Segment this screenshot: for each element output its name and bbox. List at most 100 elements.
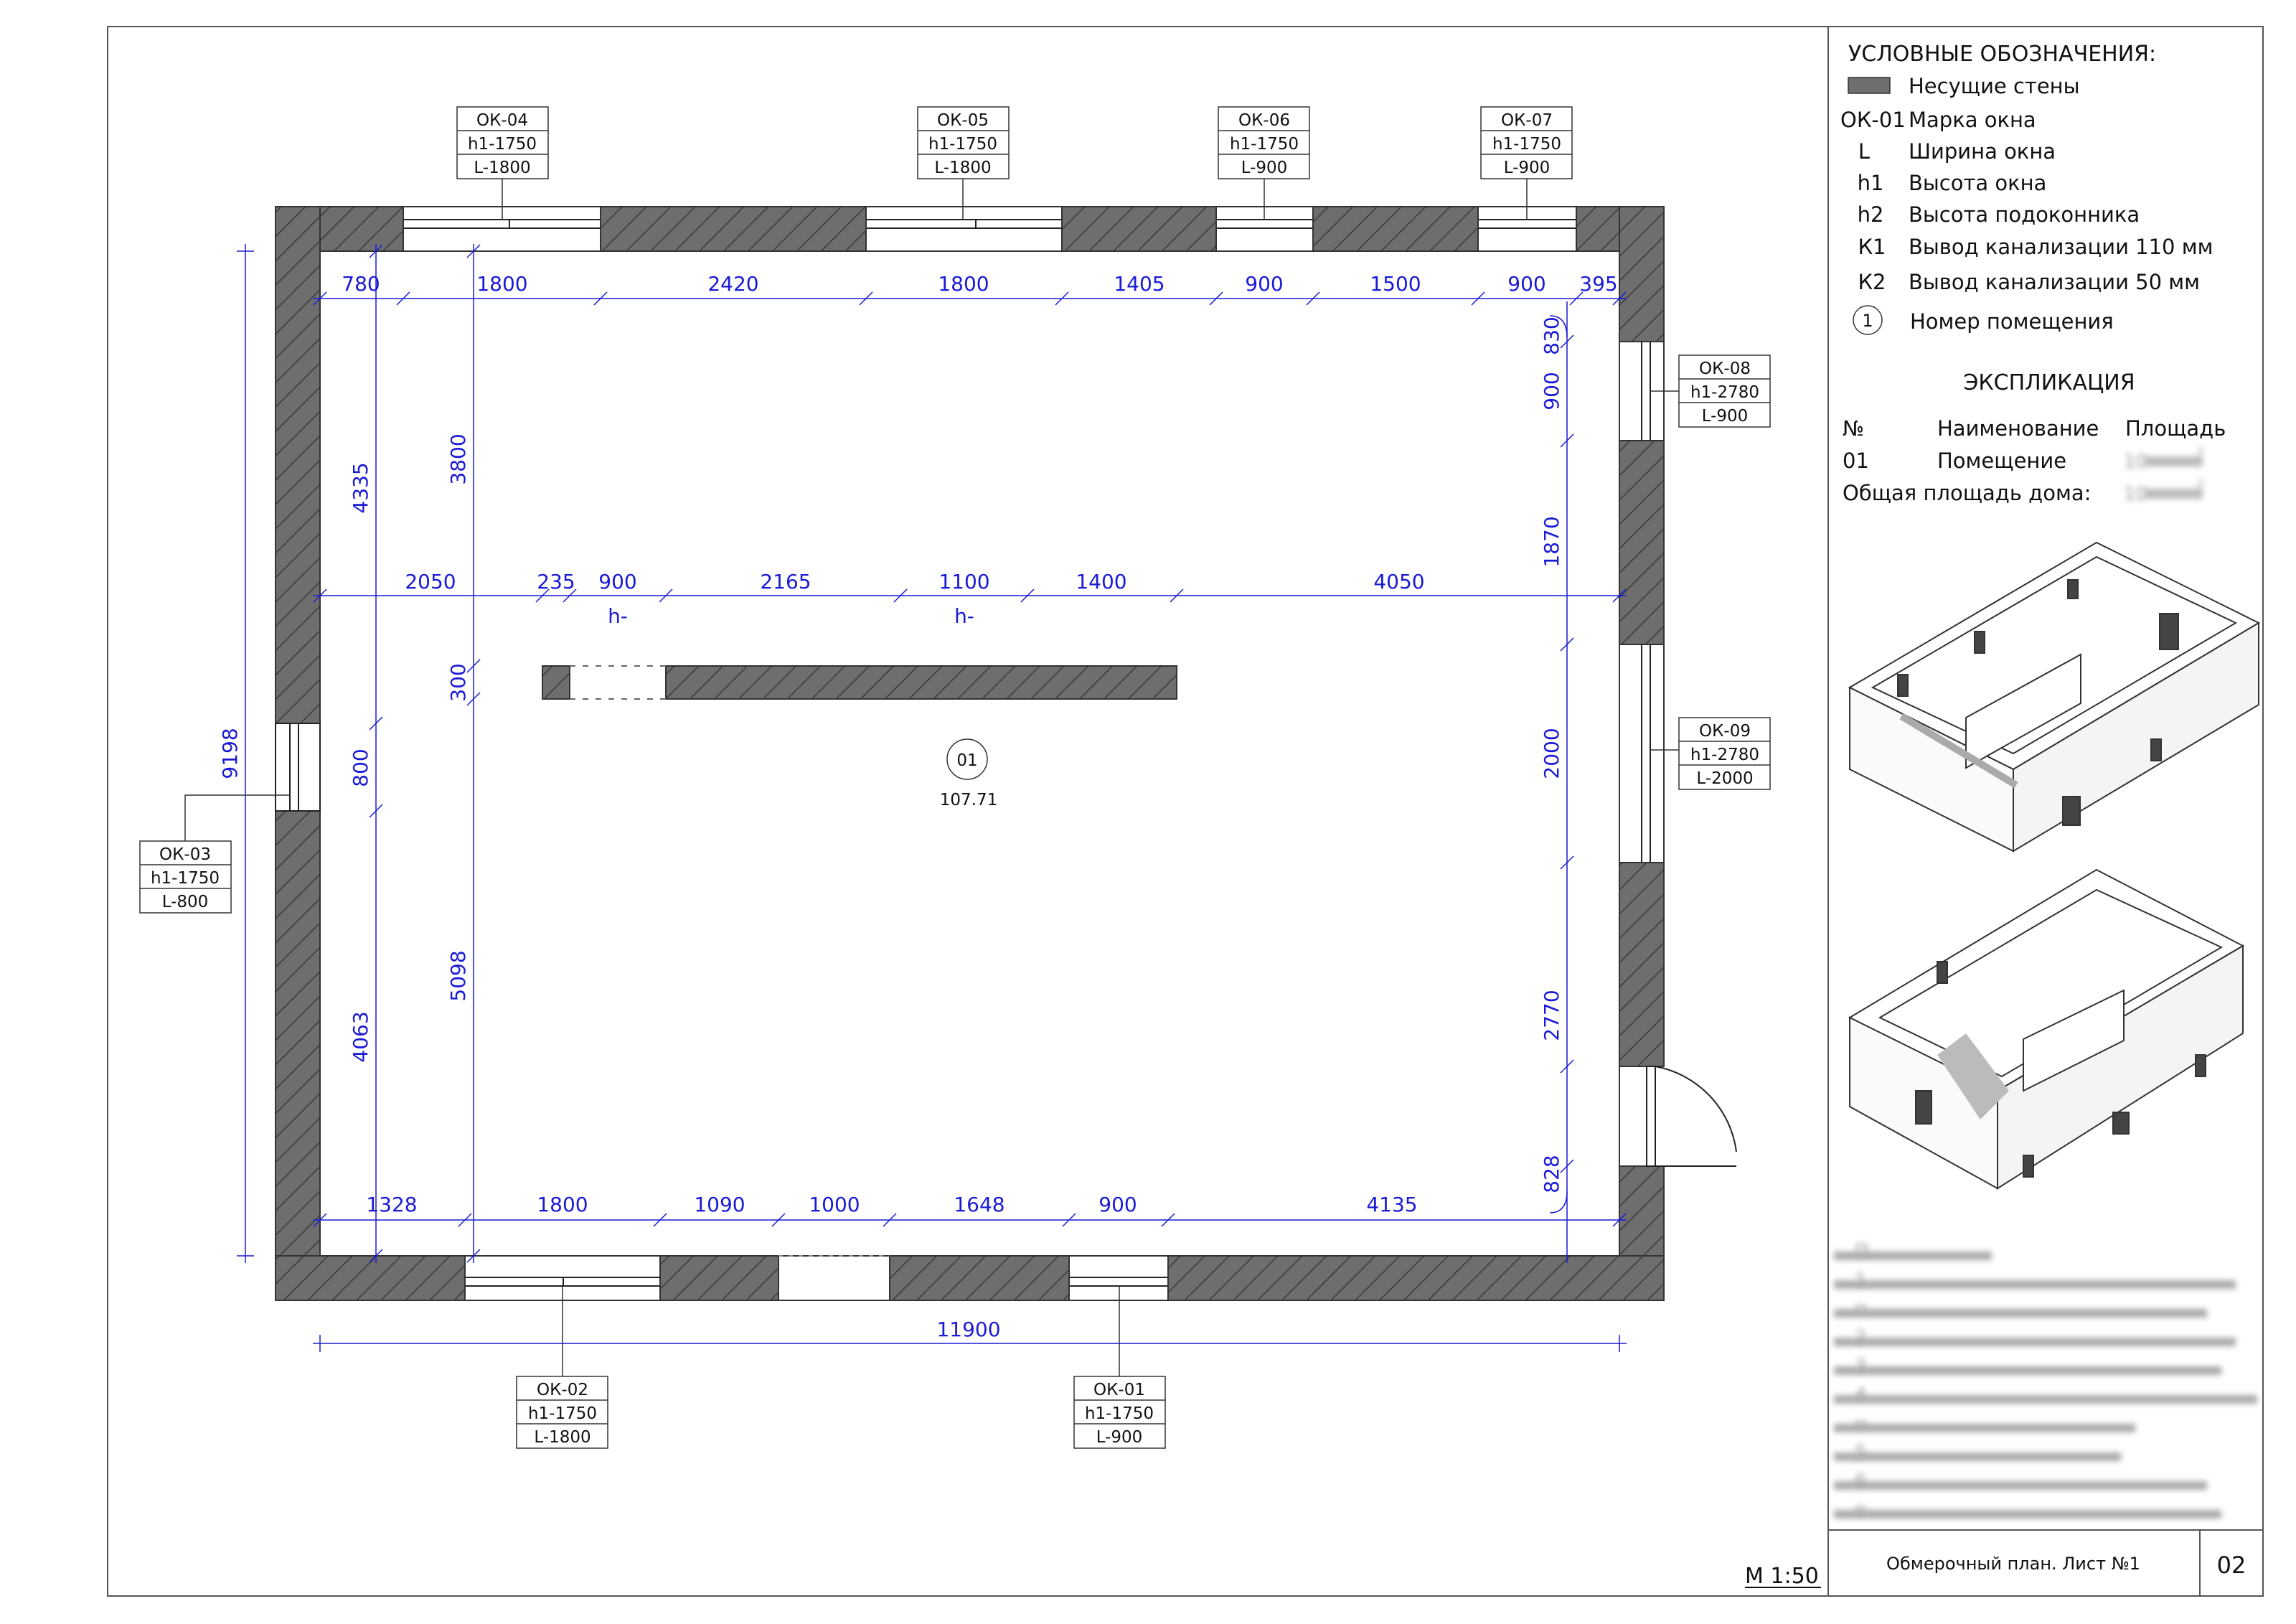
legend-text-sill: Высота подоконника	[1909, 202, 2140, 227]
window-tag-ok03-mark: ОК-03	[159, 845, 211, 864]
window-tag-ok04-h: h1-1750	[468, 135, 537, 154]
legend-text-width: Ширина окна	[1909, 139, 2056, 164]
window-tag-ok05-h: h1-1750	[928, 135, 997, 154]
dim-mid-2: 235	[537, 570, 575, 593]
window-tag-ok07-h: h1-1750	[1492, 135, 1561, 154]
dim-left-b-3: 5098	[446, 950, 470, 1001]
bearing-wall-swatch	[1848, 77, 1891, 94]
h-mark-1: h-	[608, 604, 628, 628]
window-tag-ok08-h: h1-2780	[1690, 383, 1759, 402]
isometric-view-2	[1848, 868, 2245, 1190]
legend-title: УСЛОВНЫЕ ОБОЗНАЧЕНИЯ:	[1848, 42, 2156, 67]
explication-row-area-sup: 2	[2197, 444, 2204, 458]
legend-key-sill: h2	[1858, 202, 1884, 227]
dim-top-9: 395	[1579, 272, 1617, 296]
dim-top-7: 1500	[1370, 272, 1421, 296]
window-tag-ok07-l: L-900	[1504, 159, 1551, 177]
window-tag-ok08-l: L-900	[1702, 407, 1749, 426]
dim-bottom-7: 4135	[1366, 1193, 1417, 1216]
dim-left-a-2: 800	[349, 748, 372, 787]
window-tag-ok05-mark: ОК-05	[937, 111, 989, 130]
dim-right-5: 2770	[1540, 990, 1563, 1041]
explication-col-no: №	[1843, 416, 1864, 441]
window-tag-ok05-l: L-1800	[934, 159, 991, 177]
window-tag-ok04-mark: ОК-04	[476, 111, 528, 130]
explication-title: ЭКСПЛИКАЦИЯ	[1963, 370, 2135, 395]
drawing-scale: М 1:50	[1745, 1564, 1819, 1589]
window-tag-ok04-l: L-1800	[474, 159, 530, 177]
dim-right-6: 828	[1540, 1155, 1563, 1193]
dim-mid-7: 4050	[1373, 570, 1424, 593]
isometric-view-1	[1848, 541, 2261, 853]
window-tag-ok09-l: L-2000	[1696, 769, 1753, 788]
explication-col-name: Наименование	[1937, 416, 2099, 441]
window-tag-ok07-mark: ОК-07	[1501, 111, 1553, 130]
explication-row-name: Помещение	[1937, 449, 2066, 473]
h-mark-2: h-	[954, 604, 974, 628]
dim-left-a-3: 4063	[349, 1011, 372, 1062]
dim-mid-3: 900	[598, 570, 636, 593]
sheet-number: 02	[2217, 1552, 2246, 1579]
room-number: 01	[956, 751, 977, 770]
window-tag-ok02-h: h1-1750	[528, 1404, 597, 1423]
dim-right-3: 1870	[1540, 516, 1563, 567]
room-number-circle	[946, 738, 988, 780]
dim-left-b-2: 300	[446, 663, 470, 701]
dim-mid-4: 2165	[760, 570, 811, 593]
window-openings	[275, 219, 1737, 1287]
legend-text-k1: Вывод канализации 110 мм	[1909, 235, 2213, 259]
legend-text-height: Высота окна	[1909, 171, 2046, 195]
window-tag-ok02-mark: ОК-02	[537, 1381, 588, 1399]
legend-key-room: 1	[1862, 311, 1873, 331]
window-tag-ok01-l: L-900	[1096, 1428, 1143, 1447]
legend-key-height: h1	[1858, 171, 1884, 195]
window-tag-ok01-h: h1-1750	[1085, 1404, 1154, 1423]
dim-mid-5: 1100	[938, 570, 989, 593]
legend-text-k2: Вывод канализации 50 мм	[1909, 270, 2200, 294]
dim-top-8: 900	[1507, 272, 1545, 296]
dim-top-4: 1800	[938, 272, 989, 296]
dim-top-2: 1800	[476, 272, 527, 296]
dim-bottom-2: 1800	[537, 1193, 588, 1216]
legend-key-k2: К2	[1858, 270, 1886, 294]
window-tag-ok09-h: h1-2780	[1690, 746, 1759, 764]
dim-right-2: 900	[1540, 372, 1563, 410]
room-area: 107.71	[940, 791, 997, 809]
legend-key-k1: К1	[1858, 235, 1886, 259]
dim-top-5: 1405	[1114, 272, 1165, 296]
dim-bottom-3: 1090	[694, 1193, 745, 1216]
dim-mid-6: 1400	[1076, 570, 1126, 593]
legend-text-room: Номер помещения	[1910, 309, 2114, 334]
dimension-lines	[237, 244, 1627, 1352]
bearing-walls	[275, 206, 1665, 1301]
window-tag-ok03-h: h1-1750	[151, 869, 220, 888]
sheet-frame	[107, 26, 2264, 1597]
legend-key-mark: ОК-01	[1840, 108, 1906, 132]
window-tag-ok03-l: L-800	[162, 893, 209, 911]
dim-top-1: 780	[342, 272, 380, 296]
explication-col-area: Площадь	[2125, 416, 2226, 441]
dim-top-6: 900	[1245, 272, 1283, 296]
dim-bottom-6: 900	[1098, 1193, 1137, 1216]
room-number-legend-icon	[1853, 305, 1883, 335]
explication-total-area-sup: 2	[2197, 477, 2204, 490]
sheet-notes: П1п234н56о	[1834, 1241, 2257, 1521]
explication-row-area: 10	[2124, 451, 2147, 473]
dim-left-a-1: 4335	[349, 462, 372, 513]
dim-mid-1: 2050	[405, 570, 456, 593]
explication-row-no: 01	[1843, 449, 1869, 473]
dim-left-b-1: 3800	[446, 433, 470, 484]
window-tag-ok08-mark: ОК-08	[1699, 360, 1751, 378]
window-tag-ok02-l: L-1800	[534, 1428, 591, 1447]
legend-text-walls: Несущие стены	[1909, 74, 2080, 98]
dim-bottom-1: 1328	[366, 1193, 417, 1216]
dim-bottom-5: 1648	[954, 1193, 1004, 1216]
explication-total-area: 10	[2124, 484, 2147, 505]
window-tag-ok06-l: L-900	[1241, 159, 1288, 177]
dim-left-outer: 9198	[218, 728, 242, 779]
window-tag-ok06-mark: ОК-06	[1238, 111, 1290, 130]
sheet-title: Обмерочный план. Лист №1	[1886, 1554, 2140, 1574]
dim-bottom-4: 1000	[809, 1193, 860, 1216]
explication-total-label: Общая площадь дома:	[1843, 481, 2091, 505]
